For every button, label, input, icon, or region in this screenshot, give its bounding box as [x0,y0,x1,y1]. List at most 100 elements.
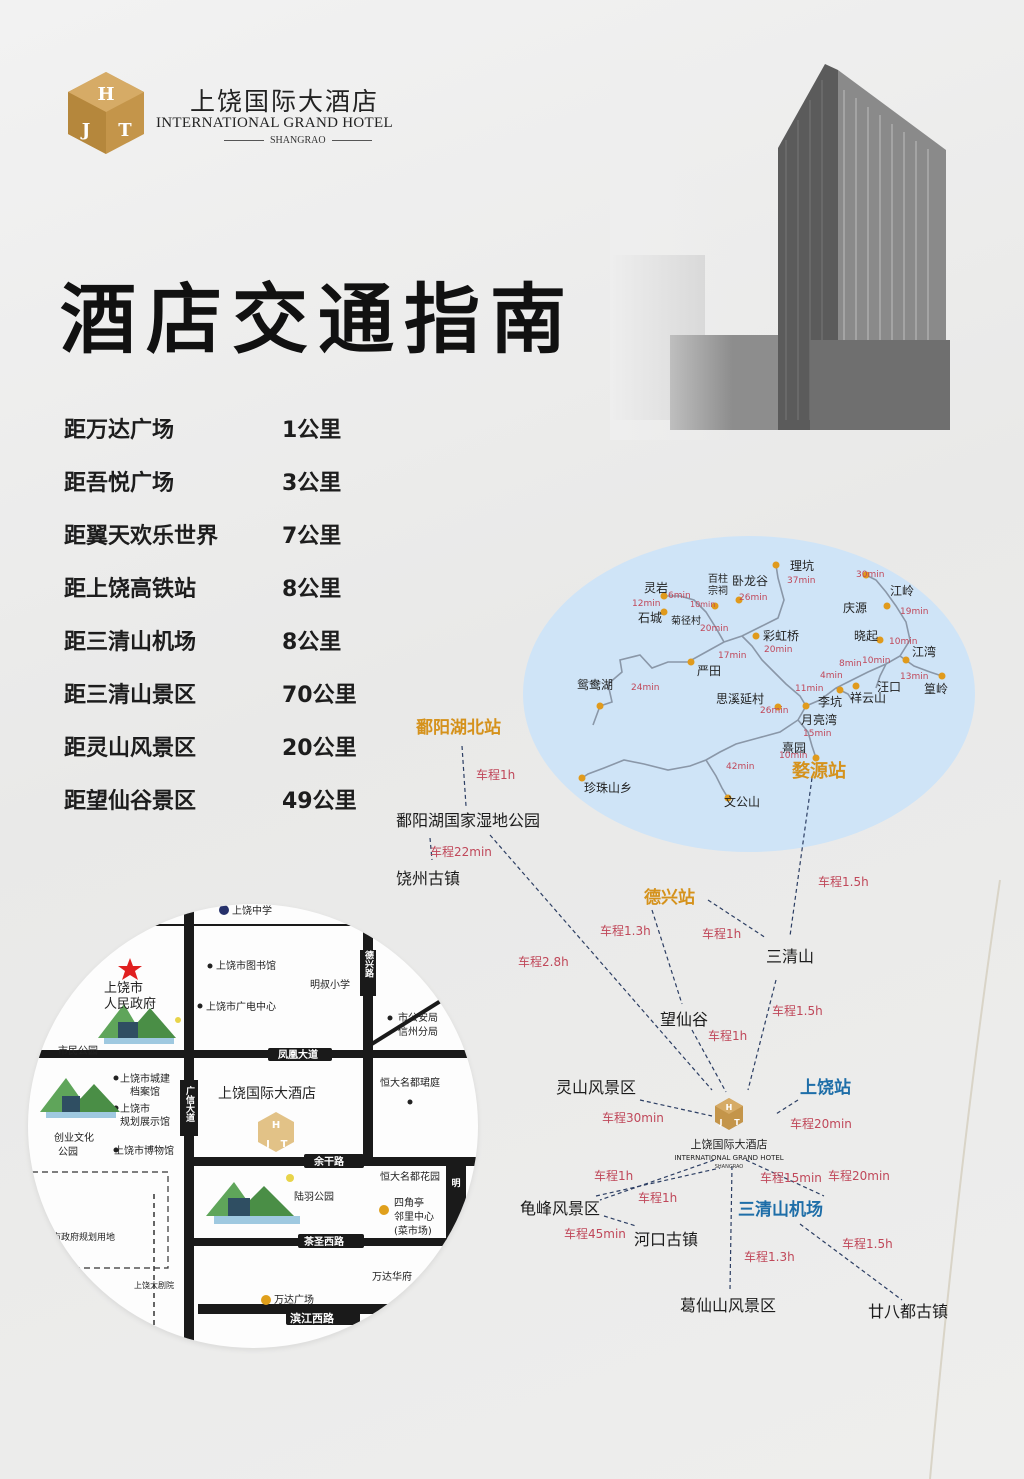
distance-value: 49公里 [282,789,357,814]
distance-label: 距吾悦广场 [64,471,175,496]
shangrao-station: 上饶站 [800,1077,851,1098]
distance-value: 8公里 [282,630,342,655]
poi-label: 公园 [58,1146,78,1158]
place-name: 李坑 [818,694,842,709]
shopping-icon [379,1205,389,1215]
river-lines [581,564,943,799]
logo-letter-h: H [97,84,114,105]
raozhou-ancient-town: 饶州古镇 [396,869,460,888]
travel-time: 10min [779,751,807,761]
place-name: 灵岩 [644,580,668,595]
drive-time: 车程1.5h [842,1236,893,1251]
gexianshan-scenic: 葛仙山风景区 [680,1296,776,1315]
distance-row: 距万达广场 1公里 [64,412,341,444]
place-name: 江湾 [912,644,936,659]
drive-time: 车程1h [708,1028,747,1043]
distance-label: 距翼天欢乐世界 [64,524,219,549]
poi-label: 四角亭 [394,1196,424,1209]
guifeng-scenic: 龟峰风景区 [520,1199,600,1218]
hotel-marker-name-cn: 上饶国际大酒店 [691,1137,768,1151]
lingshan-scenic: 灵山风景区 [556,1078,636,1097]
drive-time: 车程1h [476,767,515,782]
road-guangxin: 广信大道 [184,1085,195,1123]
place-name: 石城 [638,611,662,625]
place-name: 江岭 [890,584,914,598]
svg-text:H: H [272,1120,280,1131]
poi-label-hotel: 上饶国际大酒店 [218,1086,316,1102]
road-ming: 明 [451,1178,460,1189]
poi-label: 上饶中学 [232,904,272,917]
travel-time: 42min [726,762,754,772]
hotel-logo-icon: H J T [68,72,144,154]
place-name: 严田 [697,664,721,678]
place-name: 思溪延村 [716,692,764,706]
place-dots [578,561,946,802]
wuyuan-bubble [523,536,975,852]
road-dexing: 德兴路 [363,949,374,978]
distance-value: 70公里 [282,683,357,708]
drive-time: 车程20min [790,1116,852,1131]
poi-label: 规划展示馆 [120,1115,170,1128]
travel-time: 6min [668,591,691,601]
drive-time: 车程15min [760,1170,822,1185]
poi-label: 上饶市 [120,1102,150,1115]
distance-label: 距三清山机场 [64,630,197,655]
poyang-wetland-park: 鄱阳湖国家湿地公园 [396,811,540,830]
poi-label: 上饶市博物馆 [114,1144,174,1157]
distance-value: 1公里 [282,418,342,443]
svg-text:H: H [726,1103,733,1112]
poi-label: 档案馆 [130,1085,160,1098]
inset-map: 凤凰大道 余干路 茶圣西路 滨江西路 广信大道 德兴路 明 [28,904,478,1348]
poi-label: 恒大名都珺庭 [380,1076,440,1089]
poi-label: 上饶市图书馆 [216,959,276,972]
poi-label: 万达广场 [274,1293,314,1306]
distance-label: 距万达广场 [64,418,175,443]
nianbadu-ancient-town: 廿八都古镇 [868,1302,948,1321]
wuyuan-station: 婺源站 [791,760,846,782]
place-name: 月亮湾 [801,712,837,727]
poi-label: 市民公园 [58,1044,98,1057]
drive-time: 车程2.8h [518,954,569,969]
place-name: 文公山 [724,794,760,809]
svg-text:J: J [719,1118,723,1127]
travel-time: 26min [760,706,788,716]
drive-time: 车程1h [702,926,741,941]
place-name: 理坑 [790,558,814,573]
place-name: 百柱 [708,572,728,585]
park-icon [40,1078,120,1118]
place-name: 珍珠山乡 [584,781,632,795]
poi-label: 市公安局 [398,1011,438,1024]
place-name: 晓起 [854,629,878,643]
drive-time: 车程1.3h [600,923,651,938]
drive-time: 车程1.5h [818,874,869,889]
travel-time: 17min [718,651,746,661]
page-title: 酒店交通指南 [60,275,576,364]
travel-time: 10min [690,600,715,609]
svg-text:T: T [734,1118,740,1127]
drive-time: 车程45min [564,1226,626,1241]
travel-time: 20min [764,645,792,655]
place-name: 篁岭 [924,681,948,696]
drive-time: 车程1.3h [744,1249,795,1264]
travel-time: 15min [803,729,831,739]
poi-label: 陆羽公园 [294,1190,334,1203]
distance-value: 8公里 [282,577,342,602]
poi-label: 创业文化 [54,1131,94,1144]
travel-time: 26min [739,593,767,603]
route-lines [429,745,903,1301]
poi-label: 明叔小学 [310,978,350,991]
distance-value: 20公里 [282,736,357,761]
park-marker-icon [175,1017,181,1023]
travel-time: 37min [787,576,815,586]
travel-time: 10min [862,656,890,666]
drive-time: 车程1h [594,1168,633,1183]
poyang-north-station: 鄱阳湖北站 [415,717,501,738]
travel-time: 11min [795,684,823,694]
poi-label: 上饶市 [104,980,143,996]
hotel-name-en: INTERNATIONAL GRAND HOTEL [156,115,393,131]
